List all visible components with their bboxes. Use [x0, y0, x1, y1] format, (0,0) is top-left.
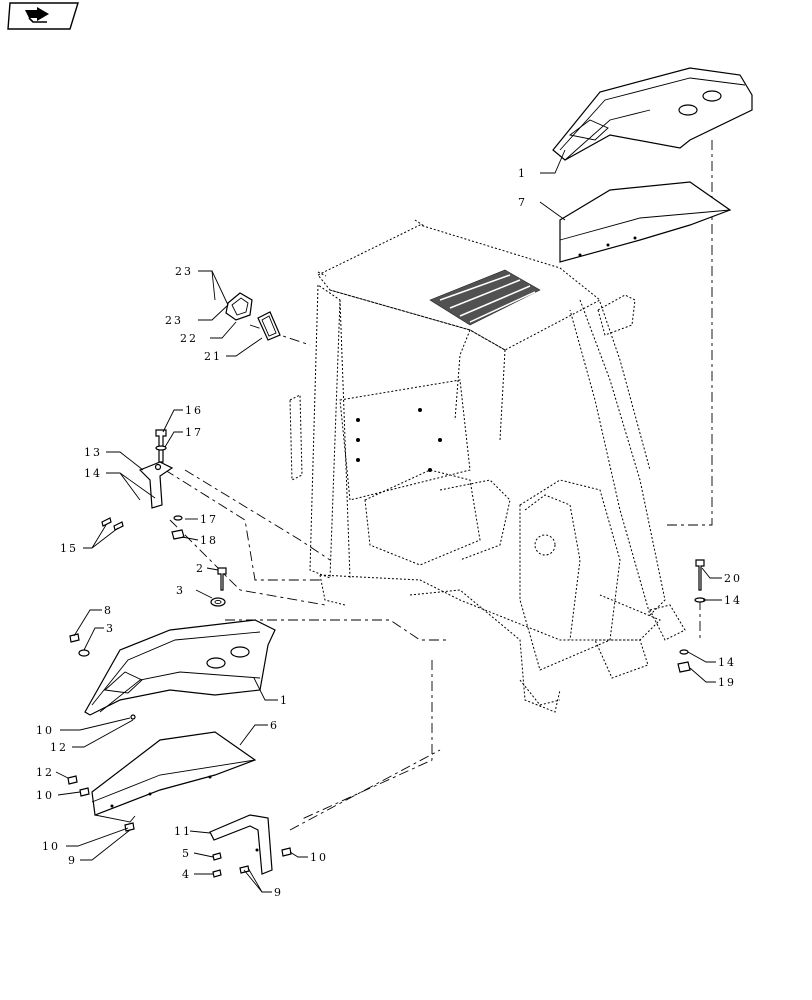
callout-9-bracket: 9	[274, 886, 283, 899]
callout-labels: 1 7 23 23 22 21 16 17 13 14 17 15 18 2 3…	[36, 167, 742, 899]
callout-12-lower: 12	[36, 766, 54, 779]
washer-17-nut-18	[171, 515, 185, 540]
callout-1-left: 1	[280, 694, 289, 707]
bolt-20-right	[695, 559, 705, 591]
callout-10-upper: 10	[36, 724, 54, 737]
callout-10-bracket: 10	[310, 851, 328, 864]
callout-10-lower: 10	[42, 840, 60, 853]
fender-liner-upper-right	[559, 181, 732, 263]
callout-14-right-top: 14	[724, 594, 742, 607]
grommet-22	[225, 292, 253, 321]
callout-9-left: 9	[68, 854, 77, 867]
callout-13: 13	[84, 446, 102, 459]
callout-10-middle: 10	[36, 789, 54, 802]
roof-grille	[429, 269, 541, 326]
bolt-2	[217, 567, 227, 591]
callout-17-bottom: 17	[200, 513, 218, 526]
assembly-leader-lines	[164, 140, 713, 831]
washers-right	[677, 597, 706, 673]
callout-3-left: 3	[106, 622, 115, 635]
washer-3	[210, 597, 226, 607]
support-bracket-11	[209, 814, 273, 875]
callout-22: 22	[180, 332, 198, 345]
small-fasteners-left	[67, 775, 135, 832]
callout-leaders	[55, 149, 722, 893]
callout-14-left: 14	[84, 467, 102, 480]
next-page-arrow-icon[interactable]	[7, 2, 79, 30]
callout-14-right-bottom: 14	[718, 656, 736, 669]
small-bolts-15	[101, 517, 124, 531]
callout-6: 6	[270, 719, 279, 732]
panel-holes	[356, 408, 442, 472]
callout-8: 8	[104, 604, 113, 617]
bracket-13	[138, 461, 174, 509]
callout-2: 2	[196, 562, 205, 575]
callout-21: 21	[204, 350, 222, 363]
plate-21	[257, 311, 281, 341]
callout-17-top: 17	[185, 426, 203, 439]
callout-4: 4	[182, 868, 191, 881]
callout-7: 7	[518, 196, 527, 209]
callout-3-top: 3	[176, 584, 185, 597]
callout-12-upper: 12	[50, 741, 68, 754]
callout-18: 18	[200, 534, 218, 547]
washer-17-top	[155, 445, 167, 451]
callout-23-top: 23	[175, 265, 193, 278]
fender-upper-right	[552, 67, 753, 161]
next-page-button[interactable]	[7, 2, 79, 30]
fender-left	[84, 619, 276, 720]
callout-20: 20	[724, 572, 742, 585]
callout-23-bottom: 23	[165, 314, 183, 327]
callout-19: 19	[718, 676, 736, 689]
callout-16: 16	[185, 404, 203, 417]
callout-11: 11	[174, 825, 192, 838]
callout-5: 5	[182, 847, 191, 860]
fender-liner-left	[91, 731, 257, 823]
callout-15: 15	[60, 542, 78, 555]
callout-1-upper: 1	[518, 167, 527, 180]
small-fasteners-bracket	[212, 847, 292, 878]
rops-cab-frame	[289, 219, 686, 713]
